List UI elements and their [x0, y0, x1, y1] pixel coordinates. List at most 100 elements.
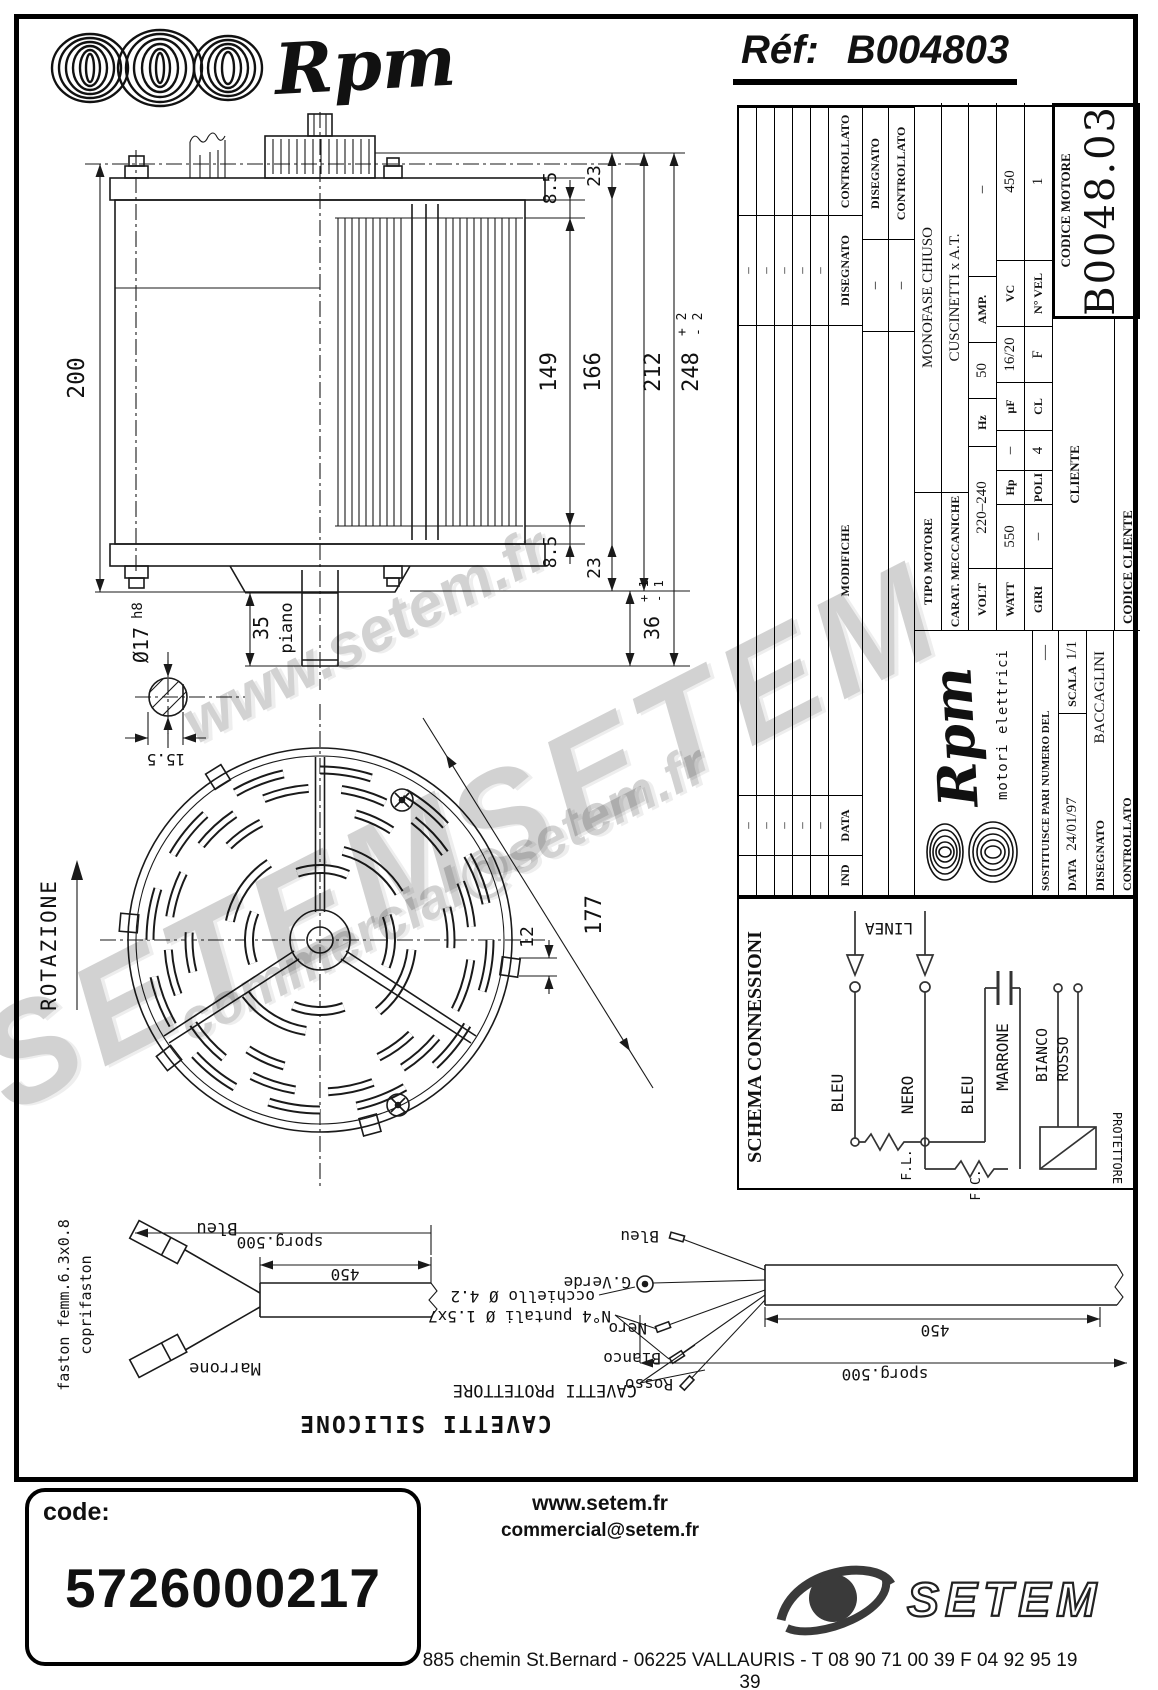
dim-35: 35 — [249, 616, 273, 640]
label-occhiello: occhiello Ø 4.2 — [451, 1287, 596, 1306]
amp-value: – — [974, 185, 990, 194]
revision-row: –– — [757, 107, 775, 895]
rpm-logo: Rpm — [50, 19, 458, 111]
setem-wordmark: SETEM — [907, 1574, 1102, 1627]
wire-gverde: G.Verde — [564, 1273, 631, 1292]
ref-block: Réf:B004803 — [733, 28, 1018, 85]
schema-title: SCHEMA CONNESSIONI — [744, 931, 766, 1163]
dim-248-tol-plus: + 2 — [675, 313, 690, 336]
col-disegnato: DISEGNATO — [829, 215, 863, 325]
wire-rosso: Rosso — [625, 1375, 673, 1394]
rev-dash: – — [739, 795, 757, 855]
tb-brand-sub: motori elettrici — [995, 649, 1011, 800]
dim-flat-width: 15.5 — [147, 750, 186, 769]
dim-shaft-fit: h8 — [130, 602, 146, 619]
col-modifiche: MODIFICHE — [829, 325, 863, 795]
disegnato-dash: – — [863, 239, 889, 331]
volt-value: 220–240 — [969, 446, 996, 568]
schema-connessioni: SCHEMA CONNESSIONI LINEA BLEU — [737, 897, 1138, 1201]
scala-value: 1/1 — [1064, 641, 1080, 661]
data-value: 24/01/97 — [1064, 797, 1080, 851]
cable-dim-sporg: sporg.500 — [842, 1365, 929, 1384]
dim-8-5-top: 8.5 — [540, 172, 561, 205]
wire-label-marrone: MARRONE — [993, 1023, 1012, 1090]
title-block: –– –– –– –– –– IND DATA MODIFICHE DISEGN… — [737, 103, 1140, 897]
wire-label-rosso: ROSSO — [1054, 1036, 1072, 1081]
setem-planet-icon — [776, 1565, 895, 1636]
footer-site: www.setem.fr — [532, 1492, 668, 1515]
disegnato-label: DISEGNATO — [863, 107, 889, 239]
cable-label-bleu: Bleu — [197, 1218, 238, 1238]
fl-label: F.L. — [900, 1149, 915, 1180]
front-view-geometry — [100, 704, 545, 1186]
revision-header: IND DATA MODIFICHE DISEGNATO CONTROLLATO — [829, 107, 863, 895]
cavetti-silicone-label: CAVETTI SILICONE — [298, 1410, 552, 1436]
uf-value: 16/20 — [997, 326, 1024, 382]
dim-12: 12 — [517, 926, 538, 948]
giri-value: – — [1025, 504, 1052, 568]
nvel-label: N° VEL — [1025, 260, 1052, 326]
col-data: DATA — [829, 795, 863, 855]
vc-label: VC — [997, 260, 1024, 326]
dim-212: 212 — [641, 352, 666, 392]
rev-dash: – — [775, 795, 793, 855]
dim-248-tol-minus: - 2 — [691, 313, 706, 336]
revision-row: –– — [811, 107, 829, 895]
vc-value: 450 — [1002, 170, 1018, 193]
cl-value: F — [1025, 326, 1052, 382]
revision-row: –– — [775, 107, 793, 895]
protettore-label: PROTETTORE — [1110, 1112, 1124, 1184]
scala-label: SCALA — [1059, 660, 1086, 714]
rev-dash: – — [739, 215, 757, 325]
hz-value: 50 — [969, 342, 996, 398]
hp-value: – — [997, 430, 1024, 470]
hz-label: Hz — [969, 398, 996, 446]
giri-label: GIRI — [1025, 568, 1052, 630]
fc-label: F.C. — [969, 1169, 984, 1200]
tb-disegnato-label: DISEGNATO — [1092, 820, 1107, 891]
dim-36-tol-plus: + 1 — [637, 580, 651, 602]
nvel-value: 1 — [1030, 177, 1046, 186]
disegnato-row: –DISEGNATO — [863, 107, 889, 895]
dim-177: 177 — [582, 895, 607, 935]
front-view-dimensions: ROTAZIONE 177 12 — [37, 717, 654, 1089]
side-view-geometry — [85, 112, 650, 748]
dim-248: 248 — [679, 352, 704, 392]
col-ind: IND — [829, 855, 863, 895]
cable-caption-2: coprifaston — [77, 1255, 95, 1354]
amp-label: AMP. — [969, 276, 996, 342]
carat-label: CARAT. MECCANICHE — [942, 492, 968, 630]
wire-label-bianco: BIANCO — [1033, 1028, 1051, 1082]
label-cavetti-protettore: CAVETTI PROTETTORE — [453, 1380, 637, 1400]
label-puntali: N°4 puntali Ø 1.5x7 — [428, 1307, 611, 1326]
hp-label: Hp — [997, 470, 1024, 504]
sostituisce-value: — — [1037, 645, 1053, 660]
rev-dash: – — [757, 795, 775, 855]
codice-motore-value: B0048.03 — [1078, 105, 1124, 316]
side-view: 200 8.5 149 8.5 23 166 23 212 248 + 2 - … — [64, 112, 706, 769]
dim-36-tol-minus: - 1 — [652, 580, 666, 602]
cable-label-marrone: Marrone — [189, 1358, 261, 1378]
wire-label-bleu-2: BLEU — [958, 1076, 977, 1115]
codice-motore-box: CODICE MOTORE B0048.03 — [1053, 103, 1140, 318]
sostituisce-label: SOSTITUISCE PARI NUMERO DEL — [1039, 710, 1052, 891]
rpm-coils-icon — [50, 28, 264, 108]
carat-value: CUSCINETTI x A.T. — [946, 233, 963, 362]
dim-23-top: 23 — [584, 165, 605, 187]
cable-drawing-right: Rosso Bianco Nero G.Verde Bleu occhiello… — [425, 1200, 1135, 1415]
watt-label: WATT — [997, 568, 1024, 630]
rev-dash: – — [775, 215, 793, 325]
rev-dash: – — [793, 215, 811, 325]
rev-dash: – — [811, 215, 829, 325]
tb-coils-icon — [926, 821, 1018, 883]
revision-row: –– — [739, 107, 757, 895]
codice-motore-label: CODICE MOTORE — [1058, 153, 1073, 268]
cable-dim-sporg: sporg.500 — [237, 1233, 324, 1252]
tipo-value: MONOFASE CHIUSO — [919, 227, 936, 368]
tb-disegnato-value: BACCAGLINI — [1091, 651, 1108, 744]
tb-controllato-label: CONTROLLATO — [1119, 797, 1134, 891]
wire-label-bleu-1: BLEU — [828, 1074, 847, 1113]
front-view: ROTAZIONE 177 12 — [37, 704, 654, 1186]
controllato-label: CONTROLLATO — [889, 107, 915, 239]
tb-logo: Rpm motori elettrici — [915, 631, 1033, 895]
